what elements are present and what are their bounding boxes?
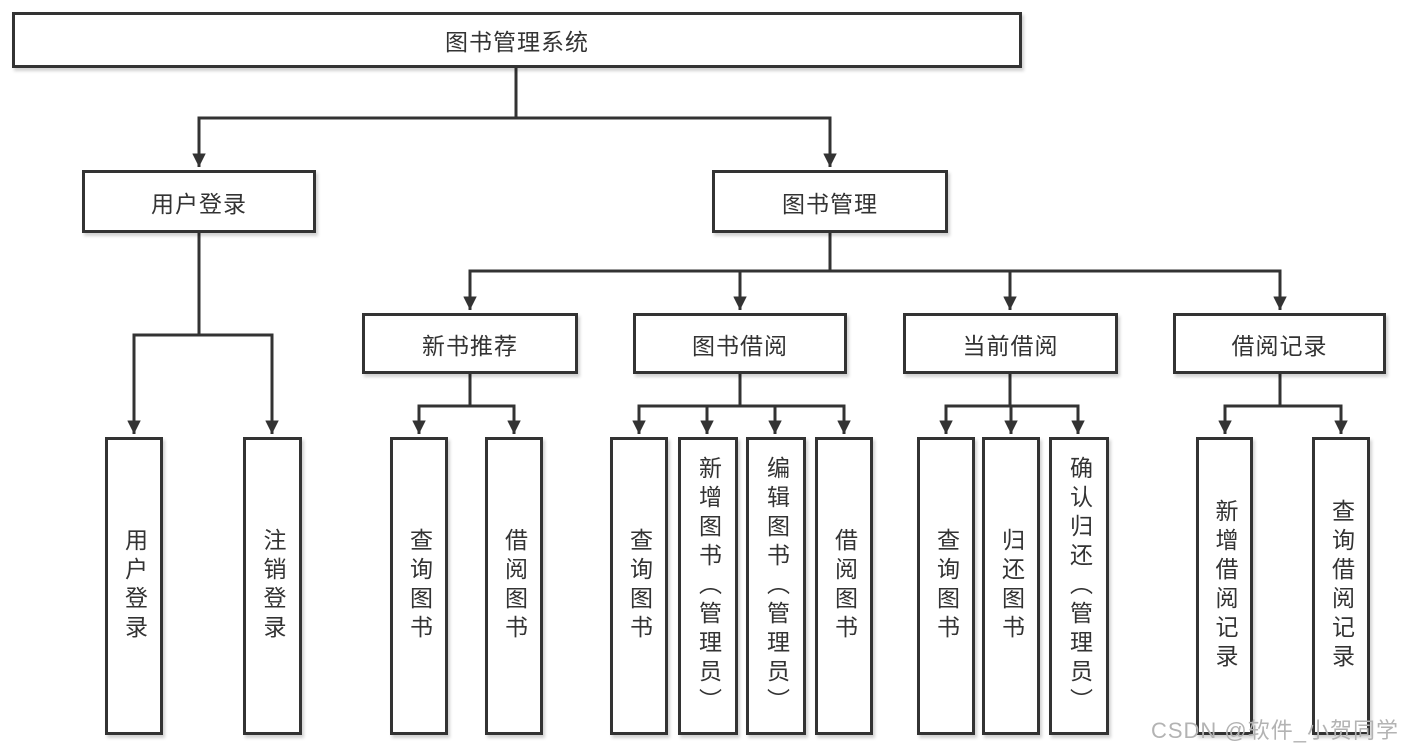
leaf-query-books-current: 查询图书 — [917, 437, 975, 735]
leaf-query-books-borrowing: 查询图书 — [610, 437, 668, 735]
leaf-query-books-recommend: 查询图书 — [390, 437, 448, 735]
leaf-borrow-books-recommend: 借阅图书 — [485, 437, 543, 735]
leaf-query-borrow-record: 查询借阅记录 — [1312, 437, 1370, 735]
leaf-user-login: 用户登录 — [105, 437, 163, 735]
node-new-book-recommend: 新书推荐 — [362, 313, 578, 374]
leaf-return-books: 归还图书 — [982, 437, 1040, 735]
csdn-watermark: CSDN @软件_小贺同学 — [1150, 718, 1399, 743]
node-book-management: 图书管理 — [712, 170, 948, 233]
leaf-logout-login: 注销登录 — [243, 437, 302, 735]
leaf-confirm-return-admin: 确认归还（管理员） — [1049, 437, 1109, 735]
leaf-edit-book-admin: 编辑图书（管理员） — [746, 437, 806, 735]
node-library-management-system: 图书管理系统 — [12, 12, 1022, 68]
leaf-add-borrow-record: 新增借阅记录 — [1196, 437, 1253, 735]
node-current-borrowing: 当前借阅 — [903, 313, 1118, 374]
node-borrowing-records: 借阅记录 — [1173, 313, 1386, 374]
node-book-borrowing: 图书借阅 — [633, 313, 847, 374]
leaf-borrow-books-borrowing: 借阅图书 — [815, 437, 873, 735]
node-user-login: 用户登录 — [82, 170, 316, 233]
leaf-add-book-admin: 新增图书（管理员） — [678, 437, 738, 735]
